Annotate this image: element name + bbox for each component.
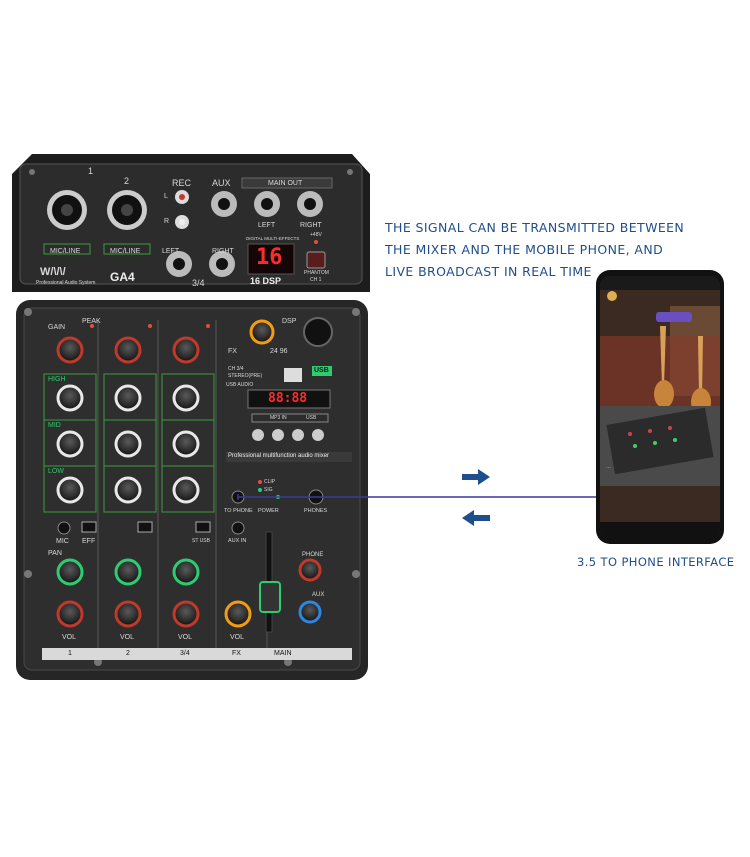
brand-logo: W/\/\/ [40,266,66,278]
bit-badge: 24 96 [270,348,288,355]
audio-mixer: 1 2 MIC/LINE MIC/LINE REC L R AUX MAIN O… [12,152,372,682]
rec-l-label: L [164,193,168,200]
power-label: POWER [258,508,279,514]
mic-label: MIC [56,538,69,545]
pan-label: PAN [48,550,62,557]
dsp-display: 16 [256,245,283,270]
caption-line-3: LIVE BROADCAST IN REAL TIME [385,264,592,279]
chat-line: … [606,464,611,470]
low-label: LOW [48,468,64,475]
section-title: Professional multifunction audio mixer [228,453,330,459]
ch2-number: 2 [124,176,130,186]
caption: THE SIGNAL CAN BE TRANSMITTED BETWEEN TH… [385,217,715,283]
ch1-number: 1 [88,166,94,176]
model-name: GA4 [110,270,135,284]
vol-label-fx: VOL [230,634,245,641]
phantom-voltage: +48V [310,232,322,238]
channel-34-name: 3/4 [180,650,190,657]
mobile-phone: … [596,270,724,544]
caption-line-2: THE MIXER AND THE MOBILE PHONE, AND [385,242,664,257]
channel-2-name: 2 [126,650,130,657]
line34-label: 3/4 [192,278,205,288]
livestream-scene [600,276,720,538]
rec-label: REC [172,178,192,188]
dsp-badge: 16 DSP [250,276,282,286]
phone-interface-label: 3.5 TO PHONE INTERFACE [577,555,735,569]
vol-label-1: VOL [62,634,77,641]
usb-audio-label: USB AUDIO [226,382,254,388]
eff-label: EFF [82,538,96,545]
mid-label: MID [48,422,61,429]
mixer-body [12,154,370,680]
vol-label-3: VOL [178,634,193,641]
peak-label: PEAK [82,318,101,325]
phantom-sub: CH 1 [310,277,322,283]
main-out-left: LEFT [258,222,276,229]
aux-in-label: AUX IN [228,538,247,544]
mic-line-label-2: MIC/LINE [110,248,141,255]
phones-label: PHONES [304,508,328,514]
usb-player-label: USB [306,415,317,421]
phantom-label: PHANTOM [304,270,329,276]
ch-route-1: CH 3/4 [228,366,244,372]
main-out-right: RIGHT [300,222,322,229]
main-out-label: MAIN OUT [268,180,303,187]
high-label: HIGH [48,376,66,383]
fx-knob-label: FX [228,348,237,355]
aux-label: AUX [212,178,231,188]
rec-r-label: R [164,218,170,225]
brand-subtitle: Professional Audio System [36,280,96,286]
mic-line-label-1: MIC/LINE [50,248,81,255]
caption-line-1: THE SIGNAL CAN BE TRANSMITTED BETWEEN [385,220,685,235]
phone-screen: … [600,276,720,538]
arrow-left-icon [462,510,490,526]
arrow-right-icon [462,469,490,485]
mp3-in-label: MP3 IN [270,415,287,421]
st-usb-label: ST USB [192,538,210,544]
line34-right: RIGHT [212,248,234,255]
phone-knob-label: PHONE [302,552,324,558]
player-display: 88:88 [268,391,308,406]
clip-label: CLIP [264,479,276,485]
channel-main-name: MAIN [274,650,292,657]
dsp-title: DIGITAL MULTI-EFFECTS [246,236,300,241]
usb-badge: USB [314,367,329,374]
gain-label: GAIN [48,324,66,331]
dsp-knob-label: DSP [282,318,297,325]
channel-fx-name: FX [232,650,241,657]
line34-left: LEFT [162,248,180,255]
ch-route-2: STEREO(PRE) [228,373,263,379]
channel-1-name: 1 [68,650,72,657]
sig-label: SIG [264,487,273,493]
vol-label-2: VOL [120,634,135,641]
aux-knob-label: AUX [312,592,325,598]
to-phone-label: TO PHONE [224,508,253,514]
